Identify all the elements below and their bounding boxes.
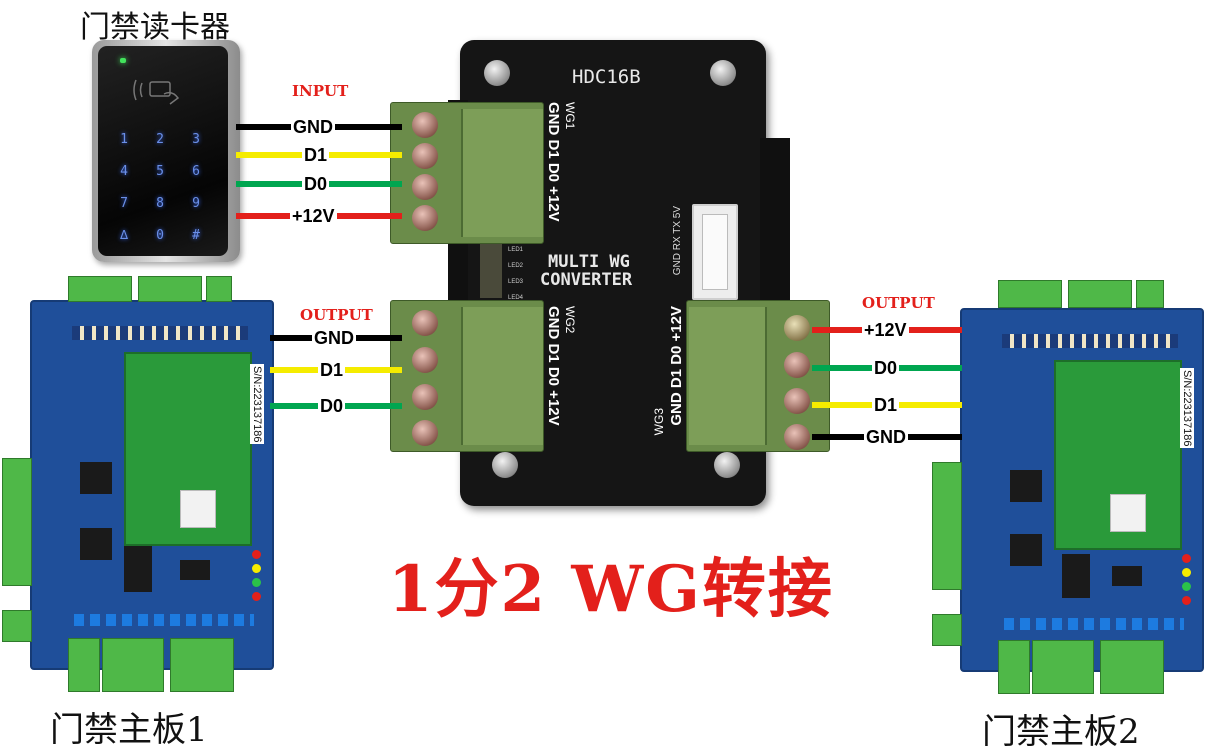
board2-terminal-top [1136,280,1164,308]
screw-icon [492,452,518,478]
board2-terminal-bottom [1032,640,1094,694]
screw-icon [412,420,438,446]
output1-wire-d0-label: D0 [318,396,346,416]
board1-terminal-bottom [68,638,100,692]
output2-wire-gnd-label: GND [864,427,908,447]
key-bell[interactable]: ∆ [120,228,128,243]
converter-name-line1: MULTI WG [548,252,630,272]
board1-serial: S/N:223137186 [250,364,264,445]
output2-label: OUTPUT [862,294,935,312]
board2-terminal-bottom [998,640,1030,694]
screw-icon [784,315,810,341]
screw-icon [412,205,438,231]
output2-wire-d1-label: D1 [872,395,900,415]
input-wire-gnd-label: GND [291,117,335,137]
card-reader: 1 2 3 4 5 6 7 8 9 ∆ 0 # [92,40,240,262]
board2-terminal-top [998,280,1062,308]
wg1-id-label: WG1 [563,102,577,130]
screw-icon [710,60,736,86]
key-2[interactable]: 2 [156,132,164,147]
board2-terminal-top [1068,280,1132,308]
input-wire-12v-label: +12V [290,206,337,226]
diagram-caption: 1分2 WG转接 [388,552,834,627]
output1-wire-gnd-label: GND [312,328,356,348]
screw-icon [412,143,438,169]
key-1[interactable]: 1 [120,132,128,147]
screw-icon [412,174,438,200]
input-wire-d0-label: D0 [302,174,330,194]
output1-label: OUTPUT [300,306,373,324]
led-labels: LED1 LED2 LED3 LED4 [508,242,523,306]
board1-terminal-left [2,610,32,642]
controller-board-1 [30,300,274,670]
key-0[interactable]: 0 [156,228,164,243]
board1-terminal-top [138,276,202,302]
screw-icon [484,60,510,86]
input-wire-d1-label: D1 [302,145,330,165]
key-9[interactable]: 9 [192,196,200,211]
led2-label: LED2 [508,263,524,269]
screw-icon [784,388,810,414]
converter-model: HDC16B [572,66,641,88]
screw-icon [412,384,438,410]
board2-serial: S/N:223137186 [1180,368,1194,449]
output1-wire-d1-label: D1 [318,360,346,380]
board1-terminal-top [68,276,132,302]
input-label: INPUT [292,82,349,100]
board2-terminal-bottom [1100,640,1164,694]
reader-title: 门禁读卡器 [80,10,230,45]
screw-icon [784,424,810,450]
key-7[interactable]: 7 [120,196,128,211]
led3-label: LED3 [508,279,524,285]
board1-terminal-left [2,458,32,586]
converter-name-line2: CONVERTER [540,270,633,290]
output2-wire-12v-label: +12V [862,320,909,340]
key-3[interactable]: 3 [192,132,200,147]
wg1-terminal-block[interactable] [390,102,544,244]
led4-label: LED4 [508,295,524,301]
output2-wire-d0-label: D0 [872,358,900,378]
screw-icon [412,310,438,336]
key-6[interactable]: 6 [192,164,200,179]
board1-title: 门禁主板1 [50,710,208,750]
controller-board-2 [960,308,1204,672]
board1-terminal-top [206,276,232,302]
board1-terminal-bottom [102,638,164,692]
wg1-pins-label: GND D1 D0 +12V [545,102,562,222]
key-8[interactable]: 8 [156,196,164,211]
reader-keypad: 1 2 3 4 5 6 7 8 9 ∆ 0 # [106,132,216,243]
screw-icon [784,352,810,378]
led-strip [480,240,502,298]
board2-terminal-left [932,614,962,646]
wg2-id-label: WG2 [563,306,577,334]
key-hash[interactable]: # [192,228,200,243]
led1-label: LED1 [508,247,524,253]
screw-icon [412,112,438,138]
serial-connector[interactable] [692,204,738,300]
reader-led [120,58,126,63]
key-4[interactable]: 4 [120,164,128,179]
board1-terminal-bottom [170,638,234,692]
screw-icon [412,347,438,373]
board2-terminal-left [932,462,962,590]
screw-icon [714,452,740,478]
wg2-pins-label: GND D1 D0 +12V [545,306,562,426]
card-icon [133,79,180,105]
key-5[interactable]: 5 [156,164,164,179]
board2-title: 门禁主板2 [982,712,1140,752]
